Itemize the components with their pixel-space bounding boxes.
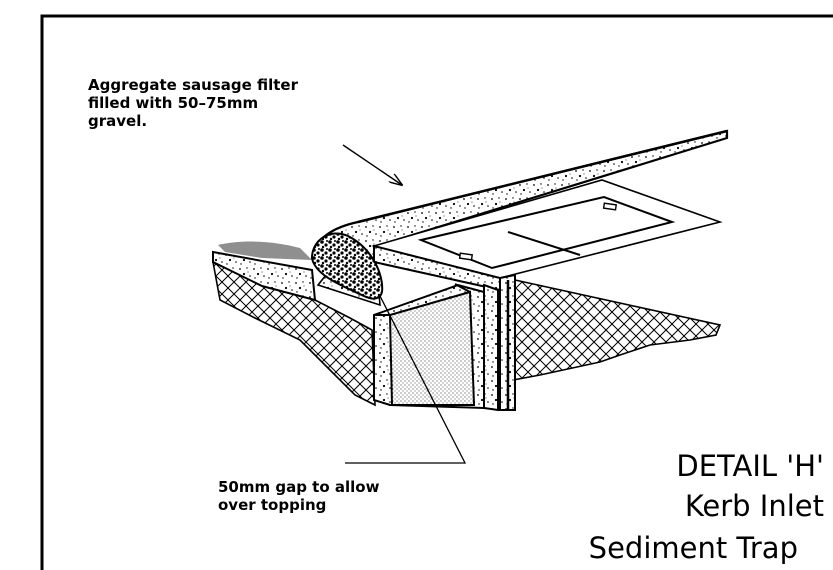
- sheet-border: [40, 14, 833, 570]
- note-filter-line-3: gravel.: [88, 112, 147, 130]
- road-surface-left: [212, 241, 317, 302]
- note-filter: Aggregate sausage filter filled with 50–…: [88, 76, 299, 130]
- detail-title: DETAIL 'H' Kerb Inlet Sediment Trap: [589, 449, 824, 565]
- note-filter-line-2: filled with 50–75mm: [88, 94, 258, 112]
- note-gap-line-1: 50mm gap to allow: [218, 478, 380, 496]
- soil-right: [512, 279, 722, 381]
- title-line-2: Kerb Inlet: [685, 489, 824, 523]
- sediment-sump: [373, 283, 485, 410]
- leader-gap: [345, 295, 467, 464]
- leader-filter: [342, 144, 402, 185]
- title-line-1: DETAIL 'H': [676, 449, 824, 483]
- note-gap: 50mm gap to allow over topping: [218, 478, 380, 514]
- inlet-top-slab: [370, 179, 723, 279]
- note-gap-line-2: over topping: [218, 496, 326, 514]
- note-filter-line-1: Aggregate sausage filter: [88, 76, 299, 94]
- aggregate-sausage-filter: [310, 232, 384, 300]
- title-line-3: Sediment Trap: [589, 531, 798, 565]
